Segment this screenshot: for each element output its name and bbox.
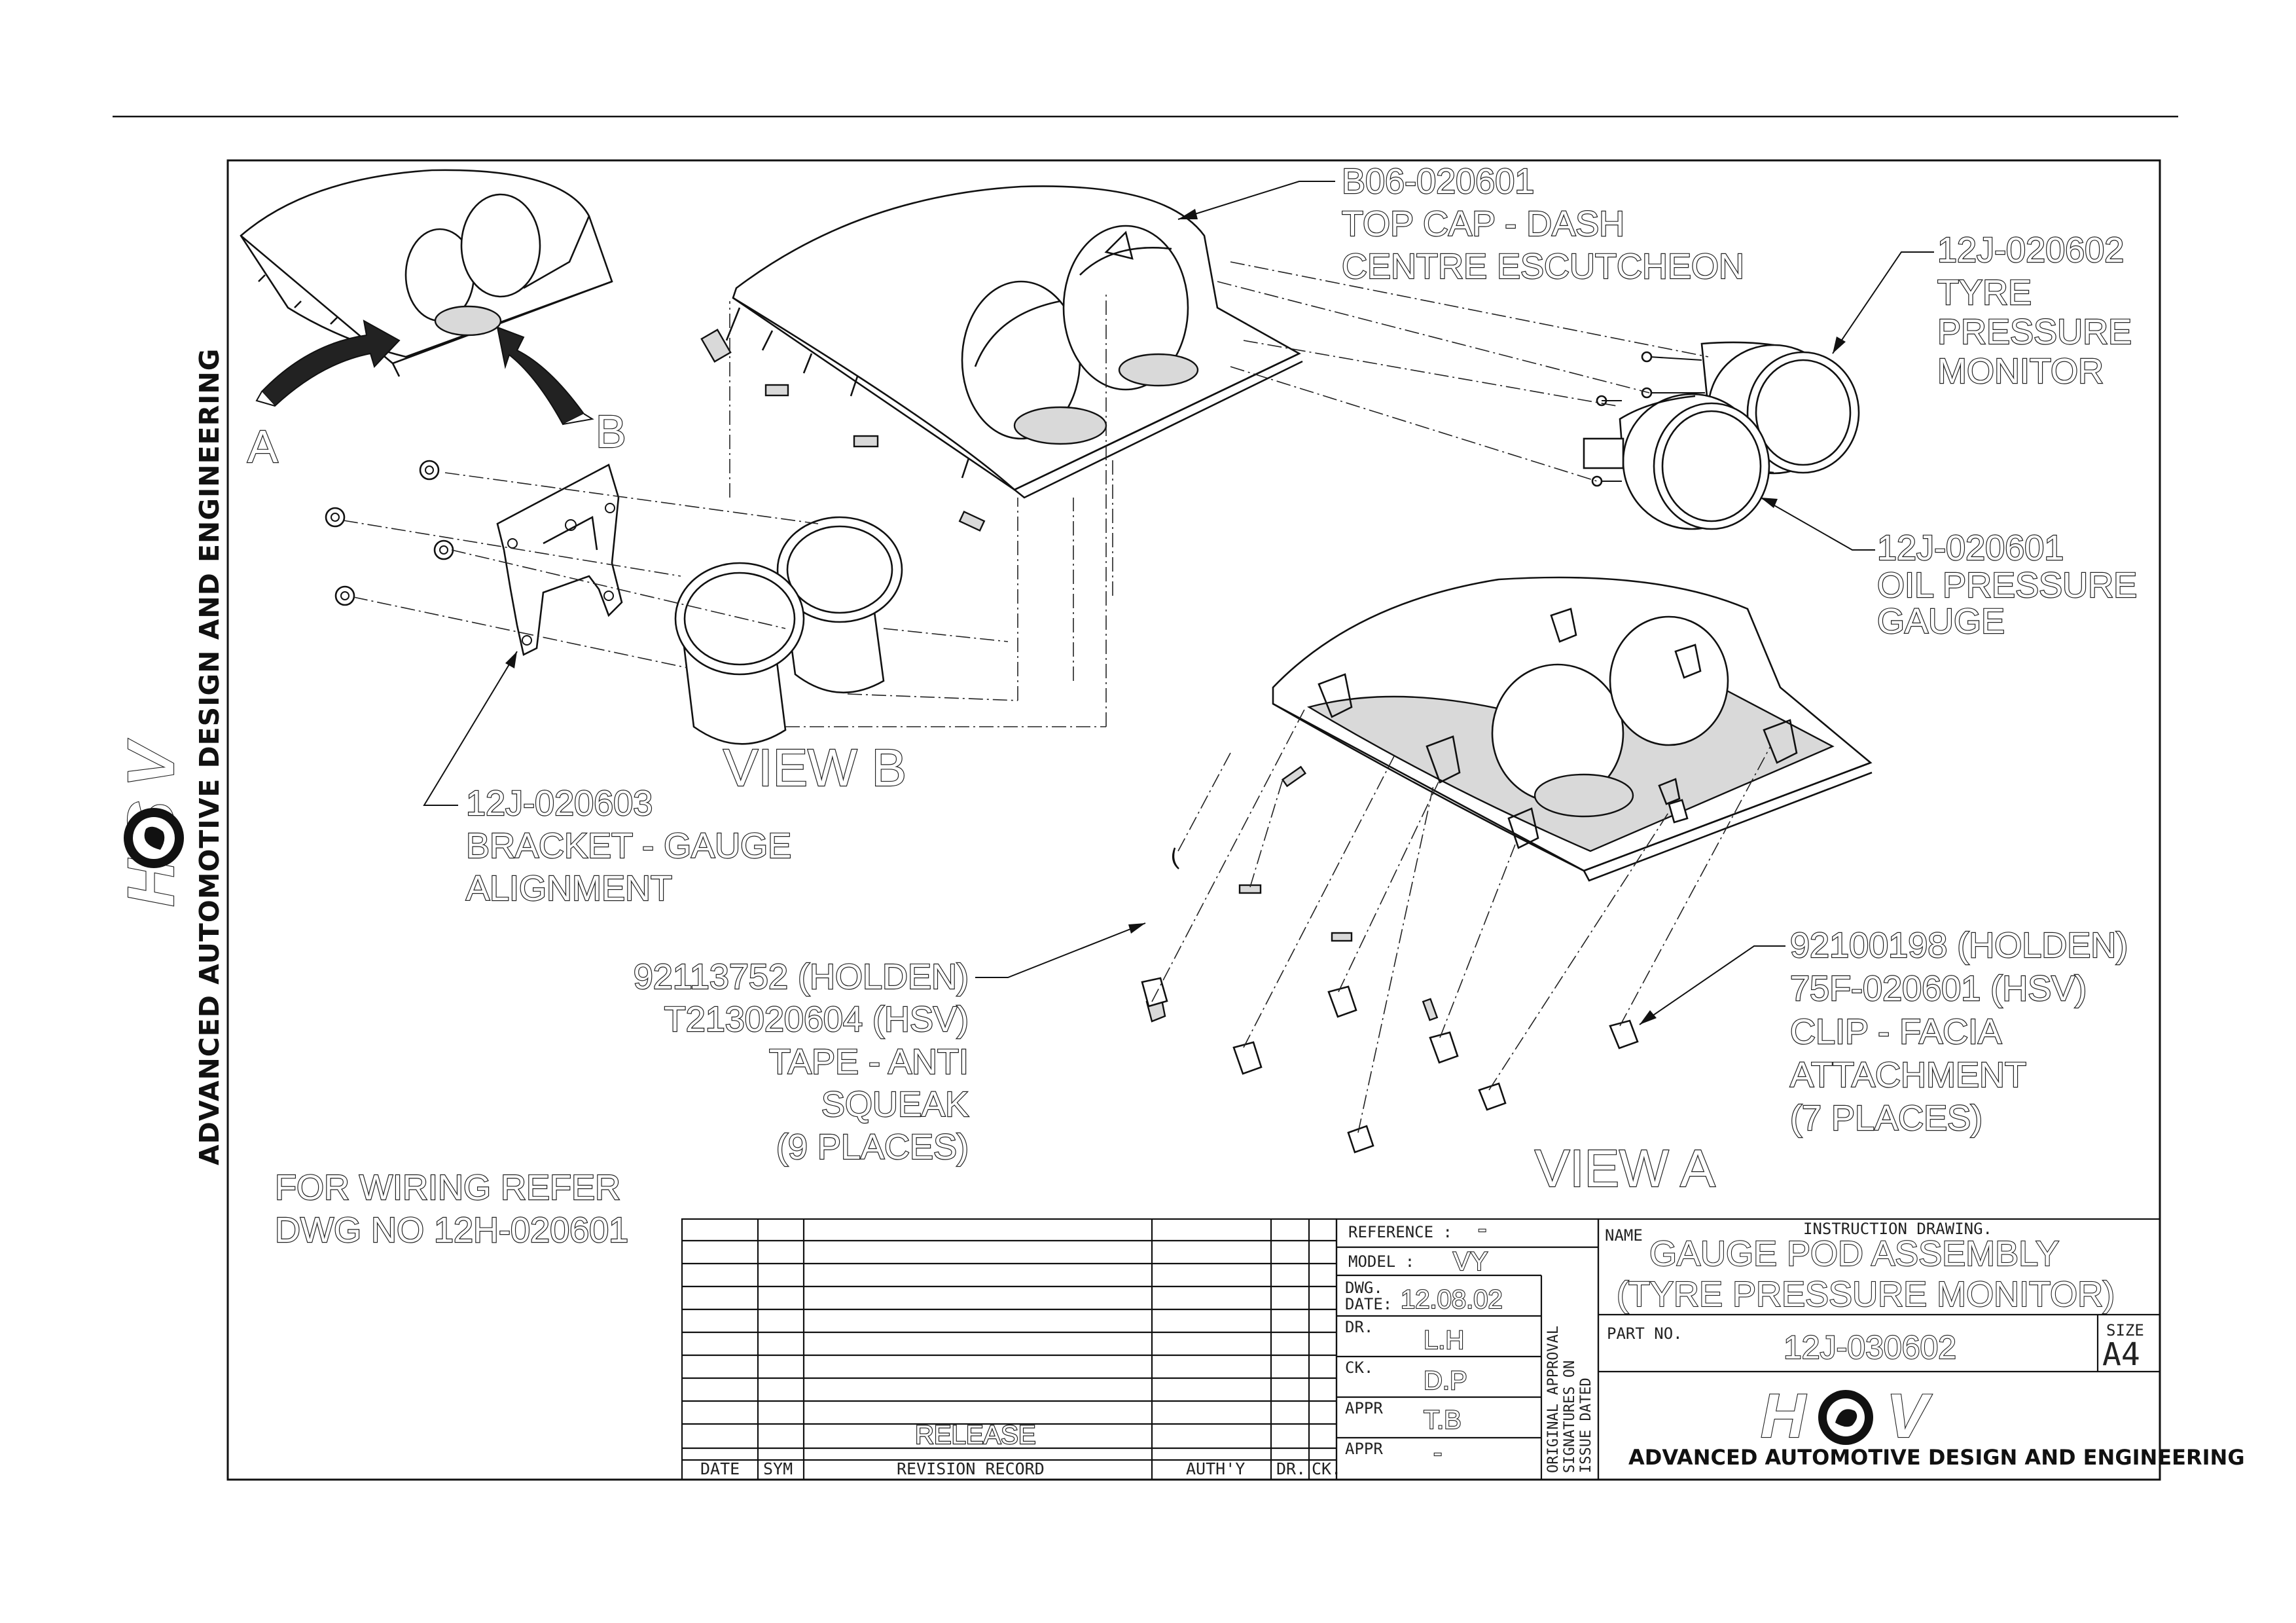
dwg-date-value: 12.08.02: [1401, 1285, 1503, 1314]
appr-label: APPR: [1345, 1399, 1383, 1417]
hsv-side-logo: HSV: [114, 728, 188, 907]
top-cap-escutcheon: [700, 185, 1303, 532]
callout-tyre-monitor: 12J-020602 TYRE PRESSURE MONITOR: [1937, 230, 2132, 392]
company-name: ADVANCED AUTOMOTIVE DESIGN AND ENGINEERI…: [1628, 1445, 2245, 1470]
hsv-title-logo: HSV: [1760, 1381, 1929, 1451]
top-cap-desc-2: CENTRE ESCUTCHEON: [1342, 247, 1744, 286]
callout-clip: 92100198 (HOLDEN) 75F-020601 (HSV) CLIP …: [1789, 925, 2129, 1139]
rev-header-record: REVISION RECORD: [897, 1459, 1045, 1478]
dwg-date-label-1: DWG.: [1345, 1279, 1383, 1297]
view-b-arrow-icon: [496, 326, 585, 426]
view-b-label: VIEW B: [723, 739, 906, 797]
clip-desc-2: ATTACHMENT: [1790, 1055, 2026, 1095]
oil-gauge-desc-2: GAUGE: [1877, 602, 2005, 641]
tape-desc-1: TAPE - ANTI: [769, 1042, 969, 1082]
reference-value: -: [1478, 1214, 1486, 1243]
approval-note-3: ISSUE DATED: [1578, 1377, 1594, 1473]
tyre-monitor-part-no: 12J-020602: [1937, 230, 2124, 270]
reference-label: REFERENCE :: [1348, 1223, 1452, 1241]
projection-lines: [343, 261, 1771, 1133]
rev-header-date: DATE: [700, 1459, 740, 1478]
rev-header-dr: DR.: [1276, 1459, 1306, 1478]
side-banner-text: ADVANCED AUTOMOTIVE DESIGN AND ENGINEERI…: [194, 348, 225, 1165]
model-label: MODEL :: [1348, 1252, 1414, 1271]
tyre-monitor-desc-2: PRESSURE: [1937, 312, 2132, 352]
instruction-label: INSTRUCTION DRAWING.: [1803, 1220, 1992, 1238]
bracket-desc-2: ALIGNMENT: [466, 869, 672, 908]
side-banner: ADVANCED AUTOMOTIVE DESIGN AND ENGINEERI…: [114, 348, 225, 1165]
view-a-label: VIEW A: [1535, 1139, 1715, 1197]
clip-desc-1: CLIP - FACIA: [1790, 1012, 2001, 1051]
tyre-monitor-desc-1: TYRE: [1937, 273, 2032, 312]
size-label: SIZE: [2106, 1321, 2144, 1340]
wiring-note-line-2: DWG NO 12H-020601: [275, 1211, 628, 1250]
size-value: A4: [2102, 1336, 2140, 1373]
approval-note-1: ORIGINAL APPROVAL: [1545, 1326, 1562, 1473]
appr-value: T.B: [1424, 1406, 1462, 1434]
appr2-value: -: [1433, 1438, 1442, 1467]
dr-value: L.H: [1424, 1326, 1464, 1355]
dwg-date-label-2: DATE:: [1345, 1295, 1392, 1313]
clip-places: (7 PLACES): [1790, 1099, 1982, 1138]
callout-bracket: 12J-020603 BRACKET - GAUGE ALIGNMENT: [465, 783, 793, 909]
title-block: DATE SYM REVISION RECORD AUTH'Y DR. CK. …: [681, 1214, 2245, 1481]
rev-header-authy: AUTH'Y: [1186, 1459, 1245, 1478]
arrow-b-label: B: [596, 406, 626, 457]
leader-lines: [423, 181, 1934, 1025]
drawing-name-line-2: (TYRE PRESSURE MONITOR): [1617, 1275, 2115, 1314]
clips-and-tape: [1141, 765, 1689, 1154]
clip-part-no-hsv: 75F-020601 (HSV): [1790, 969, 2087, 1008]
name-label: NAME: [1605, 1226, 1643, 1245]
dr-label: DR.: [1345, 1318, 1373, 1336]
gauge-rings: [674, 516, 903, 745]
appr2-label: APPR: [1345, 1440, 1383, 1458]
bracket-part-no: 12J-020603: [466, 784, 653, 823]
drawing-name-line-1: GAUGE POD ASSEMBLY: [1649, 1234, 2059, 1273]
ck-label: CK.: [1345, 1359, 1373, 1377]
model-value: VY: [1453, 1247, 1488, 1276]
bracket-desc-1: BRACKET - GAUGE: [466, 826, 791, 866]
callout-tape: 92113752 (HOLDEN) T213020604 (HSV) TAPE …: [633, 957, 970, 1167]
tape-part-no-hsv: T213020604 (HSV): [664, 1000, 969, 1039]
release-label: RELEASE: [915, 1421, 1036, 1450]
approval-note-2: SIGNATURES ON: [1562, 1360, 1578, 1473]
arrow-a-label: A: [247, 421, 278, 472]
gauges: [1583, 341, 1860, 530]
fascia-view-a: [1272, 576, 1873, 882]
wiring-note-line-1: FOR WIRING REFER: [275, 1168, 620, 1207]
oil-gauge-desc-1: OIL PRESSURE: [1877, 566, 2137, 605]
tape-places: (9 PLACES): [776, 1127, 969, 1167]
tape-desc-2: SQUEAK: [821, 1085, 969, 1124]
alignment-bracket: [325, 460, 623, 656]
small-pod-view: A B: [240, 169, 627, 473]
part-no-value: 12J-030602: [1784, 1329, 1956, 1366]
tyre-monitor-desc-3: MONITOR: [1937, 352, 2104, 391]
wiring-note: FOR WIRING REFER DWG NO 12H-020601: [274, 1167, 630, 1250]
clip-part-no-holden: 92100198 (HOLDEN): [1790, 926, 2128, 965]
tape-part-no-holden: 92113752 (HOLDEN): [634, 957, 969, 996]
callout-oil-gauge: 12J-020601 OIL PRESSURE GAUGE: [1876, 528, 2138, 642]
oil-gauge-part-no: 12J-020601: [1877, 528, 2064, 568]
top-cap-desc-1: TOP CAP - DASH: [1342, 204, 1624, 244]
ck-value: D.P: [1424, 1366, 1467, 1395]
callout-top-cap: B06-020601 TOP CAP - DASH CENTRE ESCUTCH…: [1341, 161, 1745, 287]
part-no-label: PART NO.: [1607, 1324, 1683, 1343]
view-a-arrow-icon: [260, 319, 401, 407]
rev-header-sym: SYM: [763, 1459, 793, 1478]
top-cap-part-no: B06-020601: [1342, 162, 1534, 201]
